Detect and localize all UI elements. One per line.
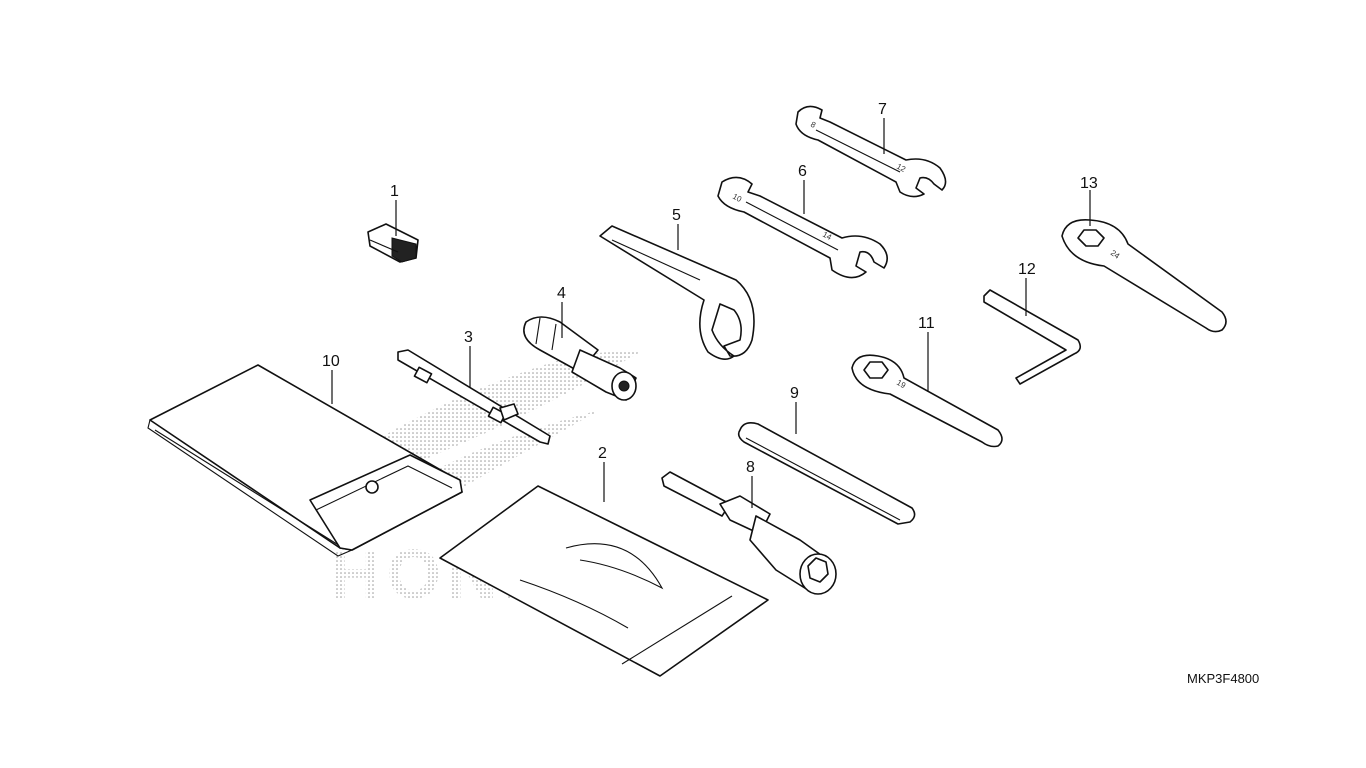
document-pouch (439, 485, 769, 677)
ring-wrench-24: 24 (1061, 219, 1227, 333)
callout-numbers: 1 2 3 4 5 6 7 8 9 10 11 12 13 (322, 101, 1098, 476)
open-end-wrench-8x12: 8 12 (795, 105, 947, 198)
drawing-code: MKP3F4800 (1187, 671, 1260, 686)
callout-11: 11 (918, 315, 935, 332)
callout-13: 13 (1080, 175, 1098, 192)
callout-2: 2 (598, 445, 607, 462)
leader-lines (331, 118, 1091, 508)
callout-9: 9 (790, 385, 799, 402)
pin-spanner (599, 225, 755, 360)
callout-1: 1 (390, 183, 399, 200)
ring-wrench-19: 19 (851, 354, 1003, 448)
callout-4: 4 (557, 285, 566, 302)
callout-12: 12 (1018, 261, 1036, 278)
hex-key (983, 289, 1082, 385)
tool-bag (147, 364, 463, 557)
callout-7: 7 (878, 101, 887, 118)
callout-5: 5 (672, 207, 681, 224)
open-end-wrench-10x14: 10 14 (717, 176, 888, 279)
callout-3: 3 (464, 329, 473, 346)
fuse-part (367, 223, 419, 263)
extension-bar (737, 422, 916, 525)
callout-10: 10 (322, 353, 340, 370)
callout-8: 8 (746, 459, 755, 476)
stamp-wrench-7-small: 8 (809, 120, 818, 130)
screwdriver-handle (523, 316, 637, 401)
screwdriver-bit (397, 349, 551, 445)
spark-plug-wrench (661, 471, 837, 595)
callout-6: 6 (798, 163, 807, 180)
